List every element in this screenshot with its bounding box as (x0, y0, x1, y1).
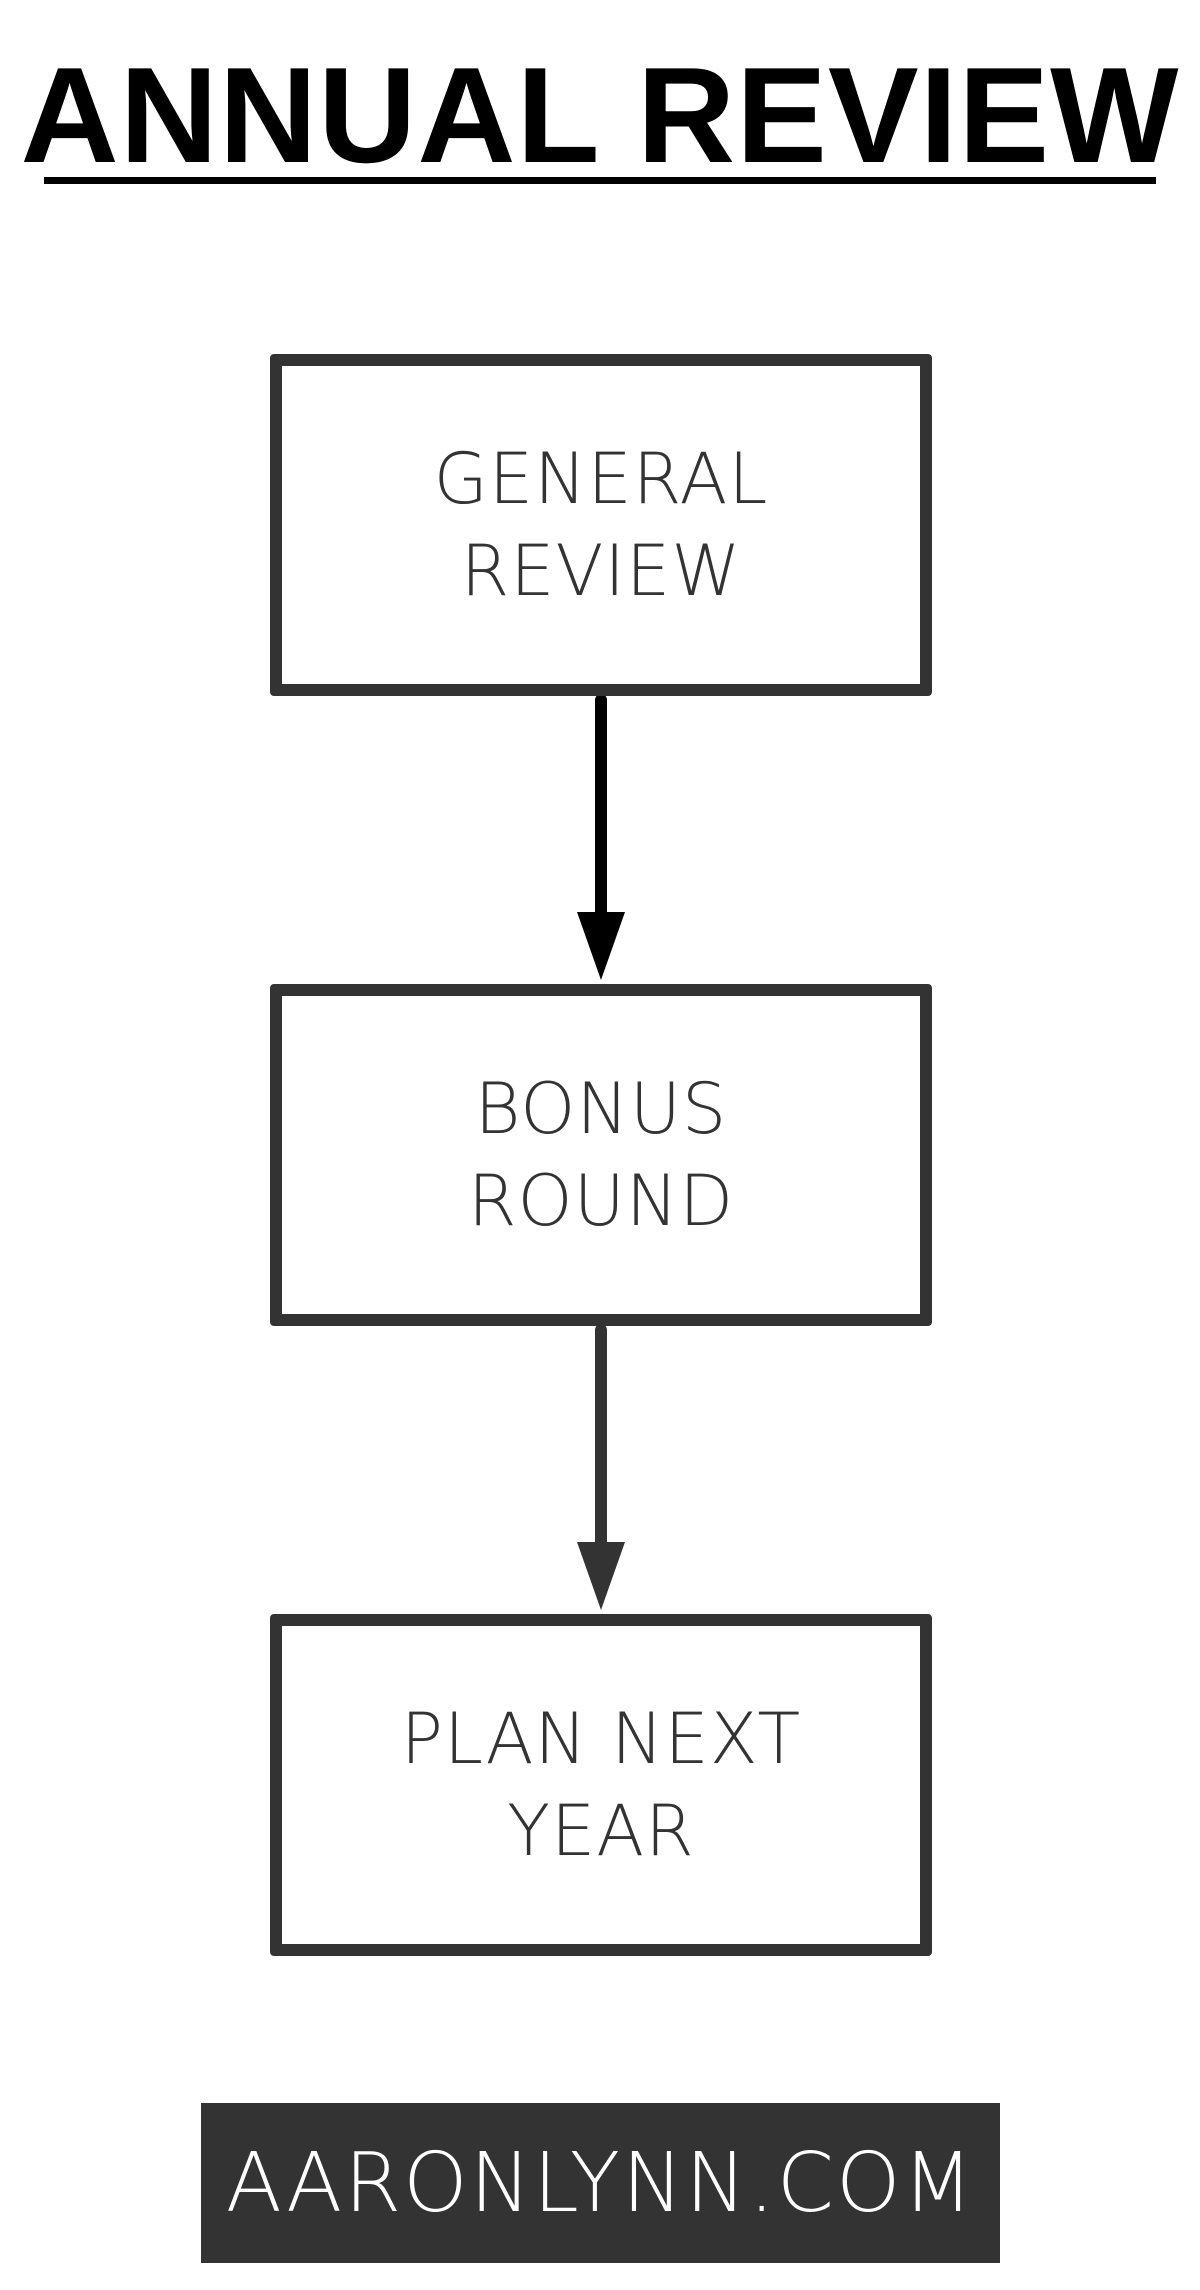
step-label-line: PLAN NEXT (400, 1698, 802, 1780)
step-box-bonus-round: BONUS ROUND (270, 984, 932, 1326)
page-title: ANNUAL REVIEW (20, 39, 1180, 191)
arrow-bonus-to-plan (577, 1324, 625, 1610)
step-box-plan-next-year: PLAN NEXT YEAR (270, 1614, 932, 1956)
step-label: PLAN NEXT YEAR (341, 1693, 861, 1877)
step-label-line: REVIEW (460, 530, 742, 612)
title-underline (44, 177, 1156, 184)
step-label: BONUS ROUND (341, 1063, 861, 1247)
footer-website-text: AARONLYNN.COM (225, 2135, 976, 2231)
arrow-general-to-bonus (577, 694, 625, 980)
step-label-line: BONUS ROUND (467, 1068, 735, 1242)
step-label-line: YEAR (507, 1790, 695, 1872)
step-box-general-review: GENERAL REVIEW (270, 354, 932, 696)
step-label-line: GENERAL (433, 438, 769, 520)
footer-banner: AARONLYNN.COM (201, 2103, 1000, 2263)
step-label: GENERAL REVIEW (341, 433, 861, 617)
